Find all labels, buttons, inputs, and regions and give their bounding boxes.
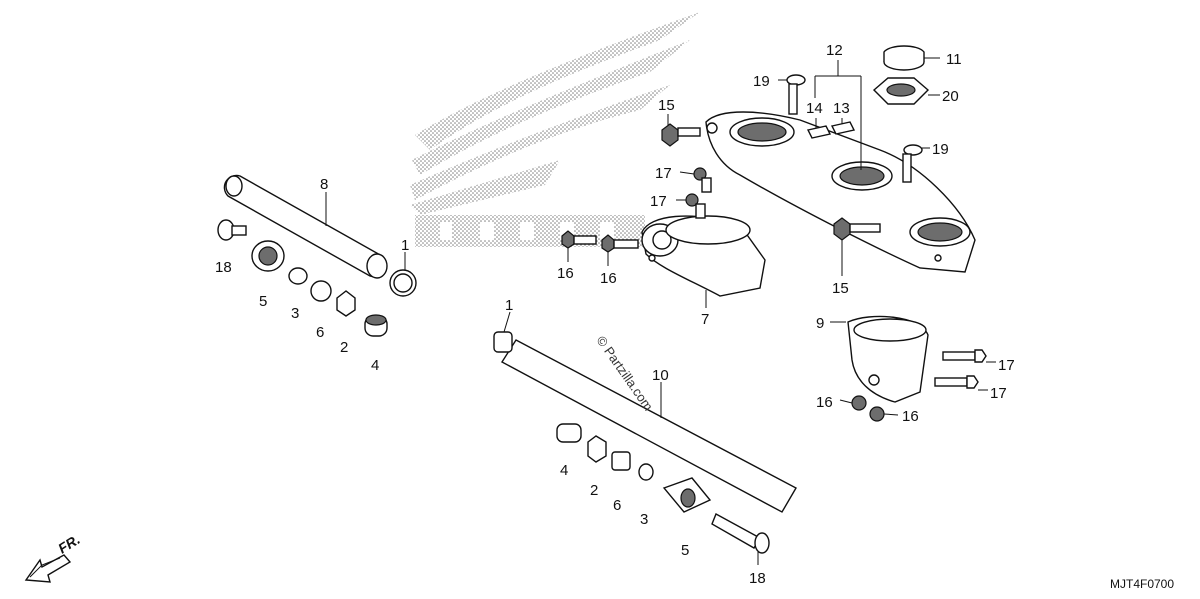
callout-6: 6 <box>316 324 324 341</box>
part-4-rubber-a <box>364 314 388 337</box>
callout-15: 15 <box>832 280 849 297</box>
part-4-rubber-b <box>556 423 582 443</box>
callout-5: 5 <box>681 542 689 559</box>
part-3-washer-a <box>288 267 308 285</box>
part-17-bolt-c <box>942 349 987 363</box>
callout-7: 7 <box>701 311 709 328</box>
callout-4: 4 <box>560 462 568 479</box>
callout-16: 16 <box>557 265 574 282</box>
callout-17: 17 <box>655 165 672 182</box>
part-6-collar-a <box>310 280 332 302</box>
part-18-bolt-a <box>217 219 247 241</box>
part-5-bar-end-b <box>662 477 712 513</box>
part-5-bar-end-a <box>251 240 285 272</box>
part-16-bolt-c <box>851 395 867 411</box>
callout-19: 19 <box>753 73 770 90</box>
part-19-bolt-b <box>902 144 923 183</box>
top-bridge-group <box>661 45 976 276</box>
part-18-bolt-b <box>711 513 770 554</box>
part-9-handlebar-holder <box>847 315 929 403</box>
part-17-bolt-b <box>685 193 706 219</box>
callout-6: 6 <box>613 497 621 514</box>
callout-3: 3 <box>291 305 299 322</box>
part-17-bolt-d <box>934 375 979 389</box>
callout-10: 10 <box>652 367 669 384</box>
callout-16: 16 <box>902 408 919 425</box>
callout-19: 19 <box>932 141 949 158</box>
part-8-handlebar-tube <box>223 174 388 279</box>
part-16-bolt-d <box>869 406 885 422</box>
part-15-bolt-a <box>661 123 701 147</box>
part-10-handlebar-pipe <box>501 339 797 513</box>
part-15-bolt-b <box>833 217 881 241</box>
callout-5: 5 <box>259 293 267 310</box>
part-3-washer-b <box>638 463 654 481</box>
callout-18: 18 <box>749 570 766 587</box>
callout-13: 13 <box>833 100 850 117</box>
callout-12: 12 <box>826 42 843 59</box>
part-1-collar-b <box>493 331 513 353</box>
callout-1: 1 <box>505 297 513 314</box>
callout-16: 16 <box>600 270 617 287</box>
part-2-nut-a <box>336 290 356 317</box>
callout-labels: 1 1 2 2 3 3 4 4 5 5 6 6 7 8 9 10 11 12 1… <box>215 42 1015 587</box>
callout-11: 11 <box>946 51 962 68</box>
part-16-bolt-b <box>601 234 639 253</box>
callout-14: 14 <box>806 100 823 117</box>
part-13-label <box>830 121 856 135</box>
part-16-bolt-a <box>561 230 597 249</box>
callout-9: 9 <box>816 315 824 332</box>
callout-1: 1 <box>401 237 409 254</box>
callout-4: 4 <box>371 357 379 374</box>
direction-label: FR. <box>55 531 83 557</box>
part-17-bolt-a <box>693 167 712 193</box>
callout-15: 15 <box>658 97 675 114</box>
part-14-label <box>806 125 832 139</box>
part-7-handlebar-holder <box>641 215 766 297</box>
callout-18: 18 <box>215 259 232 276</box>
part-20-nut <box>872 77 930 105</box>
top-bridge <box>705 111 976 273</box>
callout-8: 8 <box>320 176 328 193</box>
part-19-bolt-a <box>786 74 806 115</box>
callout-17: 17 <box>998 357 1015 374</box>
left-handlebar-group <box>217 174 417 337</box>
background-wing-emblem <box>410 12 700 247</box>
callout-3: 3 <box>640 511 648 528</box>
callout-2: 2 <box>340 339 348 356</box>
callout-20: 20 <box>942 88 959 105</box>
part-6-collar-b <box>611 451 631 471</box>
callout-17: 17 <box>990 385 1007 402</box>
callout-17: 17 <box>650 193 667 210</box>
front-direction-arrow-icon <box>24 554 72 583</box>
center-handlebar-group <box>493 311 797 565</box>
callout-2: 2 <box>590 482 598 499</box>
callout-16: 16 <box>816 394 833 411</box>
diagram-code: MJT4F0700 <box>1110 577 1174 591</box>
part-11-cap <box>883 45 925 71</box>
part-2-nut-b <box>587 435 607 463</box>
